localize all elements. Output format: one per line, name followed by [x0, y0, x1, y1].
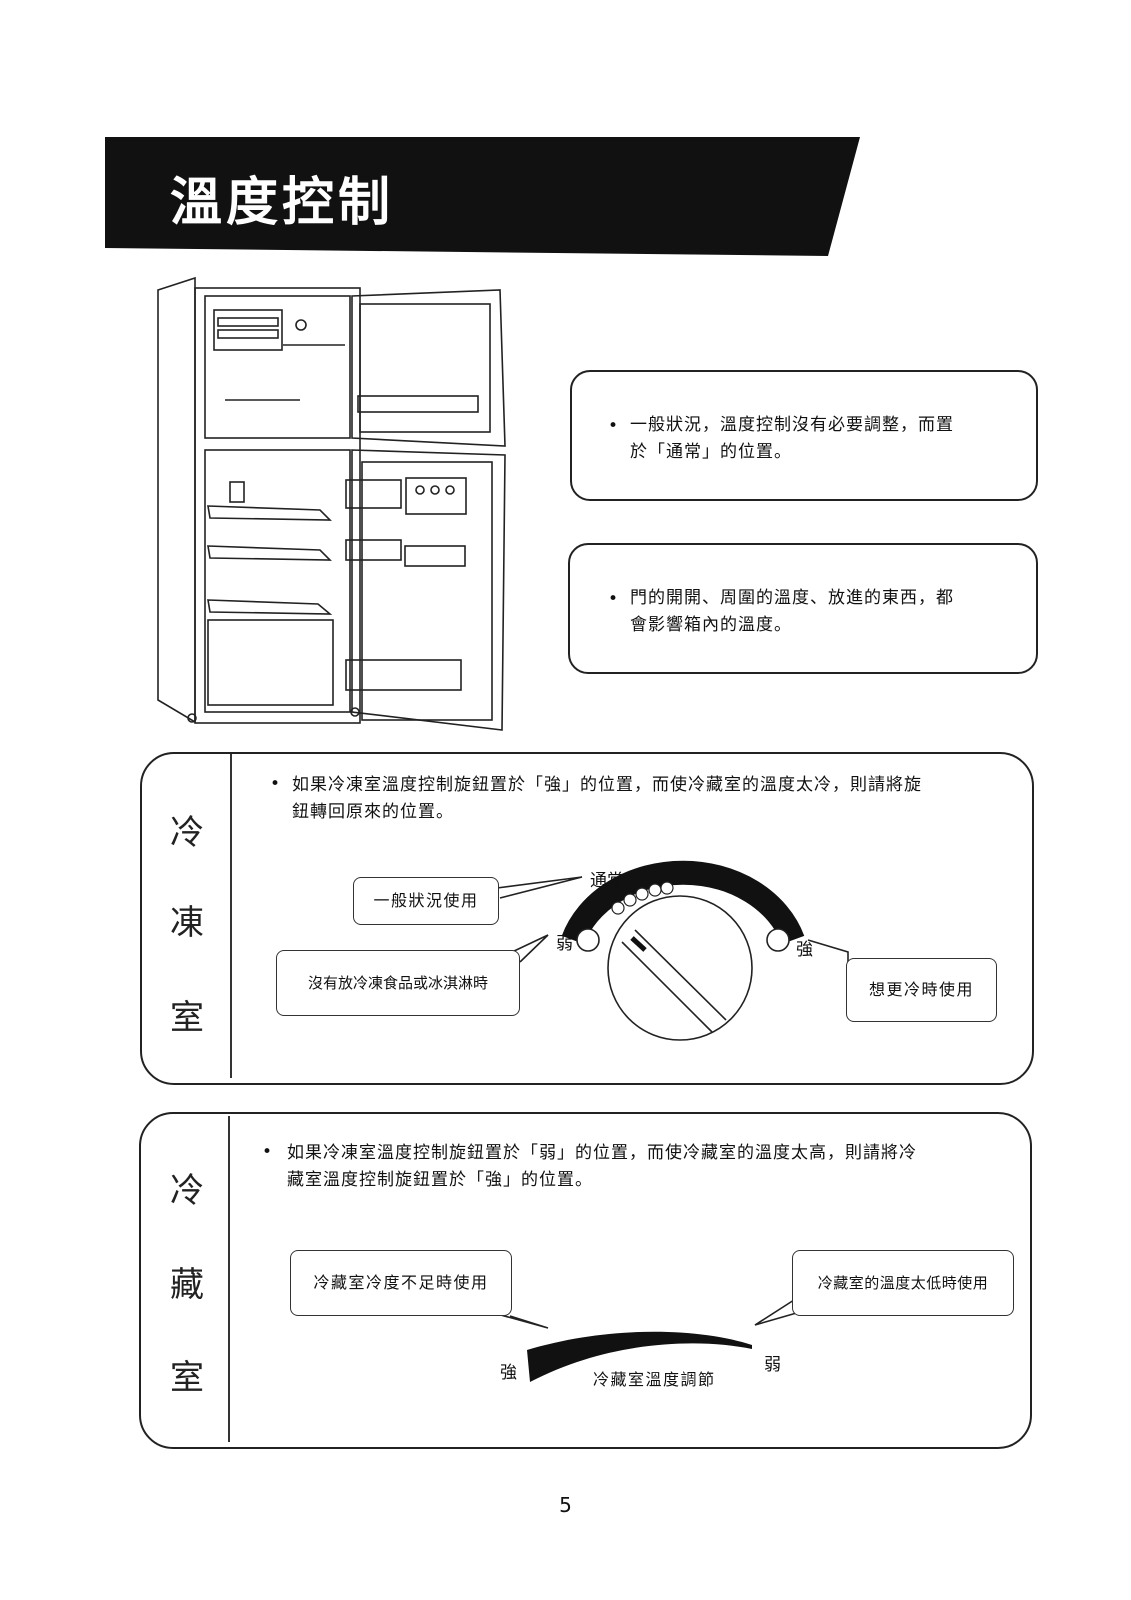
dial-label-normal: 通常 [590, 871, 624, 891]
side-char: 室 [170, 998, 204, 1038]
side-char: 冷 [170, 1171, 204, 1211]
side-char: 凍 [170, 903, 204, 943]
dial-label-weak: 弱 [556, 934, 573, 954]
section-divider [228, 1116, 230, 1442]
info-line: 一般狀況，溫度控制沒有必要調整，而置 [630, 415, 954, 435]
info-line: 如果冷凍室溫度控制旋鈕置於「弱」的位置，而使冷藏室的溫度太高，則請將冷 [287, 1143, 917, 1163]
bullet: • [270, 774, 281, 794]
bullet: • [608, 416, 619, 436]
dial-label-strong: 強 [796, 940, 813, 960]
info-text: 門的開開、周圍的溫度、放進的東西，都 會影響箱內的溫度。 [630, 585, 954, 639]
info-line: 會影響箱內的溫度。 [630, 615, 792, 635]
side-char: 藏 [170, 1265, 204, 1305]
callout-temp-too-low: 冷藏室的溫度太低時使用 [792, 1250, 1014, 1316]
callout-general-use: 一般狀況使用 [353, 877, 499, 925]
slider-label-strong: 強 [500, 1363, 517, 1383]
info-line: 如果冷凍室溫度控制旋鈕置於「強」的位置，而使冷藏室的溫度太冷，則請將旋 [292, 775, 922, 795]
section-divider [230, 754, 232, 1078]
info-line: 於「通常」的位置。 [630, 442, 792, 462]
callout-colder: 想更冷時使用 [846, 958, 997, 1022]
slider-caption: 冷藏室溫度調節 [593, 1370, 716, 1389]
info-line: 鈕轉回原來的位置。 [292, 802, 454, 822]
bullet: • [262, 1142, 273, 1162]
page-number: 5 [559, 1493, 572, 1517]
info-box-factors: • 門的開開、周圍的溫度、放進的東西，都 會影響箱內的溫度。 [568, 543, 1038, 674]
side-char: 室 [170, 1358, 204, 1398]
fridge-instruction: 如果冷凍室溫度控制旋鈕置於「弱」的位置，而使冷藏室的溫度太高，則請將冷 藏室溫度… [287, 1140, 917, 1194]
slider-label-weak: 弱 [764, 1355, 781, 1375]
side-char: 冷 [170, 813, 204, 853]
bullet: • [608, 589, 619, 609]
callout-cooling-insufficient: 冷藏室冷度不足時使用 [290, 1250, 512, 1316]
info-text: 一般狀況，溫度控制沒有必要調整，而置 於「通常」的位置。 [630, 412, 954, 466]
page-title: 溫度控制 [170, 173, 395, 233]
info-line: 藏室溫度控制旋鈕置於「強」的位置。 [287, 1170, 593, 1190]
callout-no-frozen-food: 沒有放冷凍食品或冰淇淋時 [276, 950, 520, 1016]
info-line: 門的開開、周圍的溫度、放進的東西，都 [630, 588, 954, 608]
info-box-general: • 一般狀況，溫度控制沒有必要調整，而置 於「通常」的位置。 [570, 370, 1038, 501]
freezer-instruction: 如果冷凍室溫度控制旋鈕置於「強」的位置，而使冷藏室的溫度太冷，則請將旋 鈕轉回原… [292, 772, 922, 826]
